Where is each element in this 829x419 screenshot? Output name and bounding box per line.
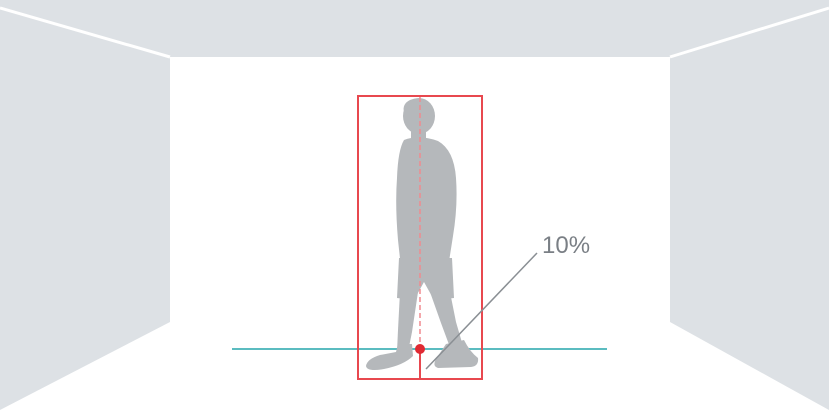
callout-label: 10% xyxy=(542,232,590,259)
room-bottom-strip xyxy=(0,410,829,419)
anchor-point-dot xyxy=(415,344,425,354)
